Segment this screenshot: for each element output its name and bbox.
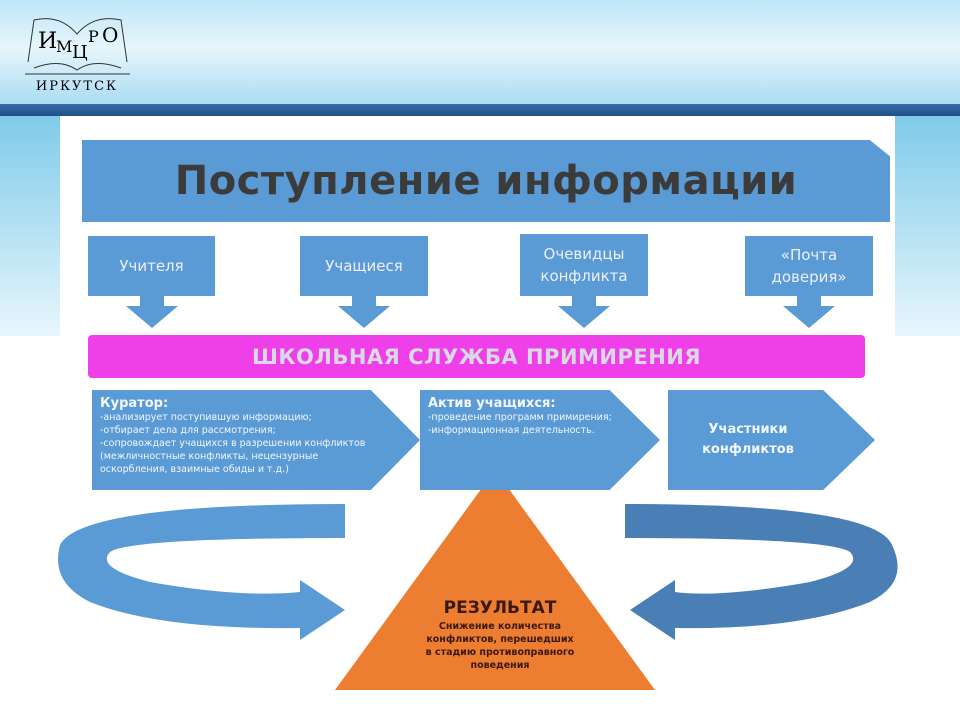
logo-letter: О [102, 23, 118, 47]
curator-line: -отбирает дела для рассмотрения; [100, 425, 276, 436]
logo-letter: И [38, 29, 57, 54]
arrow-down-icon [558, 296, 610, 328]
cycle-arrows [58, 490, 898, 690]
result-line: Снижение количества [438, 621, 562, 632]
curator-line: оскорбления, взаимные обиды и т.д.) [100, 464, 289, 475]
logo: И М Ц Р О ИРКУТСК [25, 18, 130, 94]
source-witnesses: Очевидцы конфликта [520, 234, 648, 296]
result-heading: РЕЗУЛЬТАТ [443, 598, 557, 618]
page-title: Поступление информации [174, 158, 798, 204]
source-trust-mail: «Почта доверия» [745, 236, 873, 296]
logo-letter: Ц [72, 42, 88, 63]
logo-letter: М [56, 37, 72, 56]
source-teachers: Учителя [88, 236, 215, 296]
side-decoration-left [0, 116, 60, 336]
curator-line: (межличностные конфликты, нецензурные [100, 451, 319, 462]
result-line: в стадию противоправного [425, 647, 575, 658]
result-text: РЕЗУЛЬТАТ Снижение количества конфликтов… [400, 598, 600, 672]
curator-heading: Куратор: [100, 396, 169, 411]
source-students: Учащиеся [300, 236, 428, 296]
curved-arrow-right-icon [625, 504, 898, 640]
result-triangle [335, 490, 655, 690]
header-banner [0, 0, 960, 106]
participants-heading: Участники конфликтов [702, 422, 794, 457]
activ-heading: Актив учащихся: [428, 396, 556, 411]
result-line: конфликтов, перешедших [426, 634, 574, 645]
curator-box: Куратор: -анализирует поступившую информ… [92, 390, 420, 490]
arrow-down-icon [783, 296, 835, 328]
curved-arrow-left-icon [58, 504, 345, 640]
side-decoration-right [895, 116, 960, 336]
school-service-label: ШКОЛЬНАЯ СЛУЖБА ПРИМИРЕНИЯ [251, 344, 702, 369]
logo-city: ИРКУТСК [36, 79, 118, 94]
curator-line: -сопровождает учащихся в разрешении конф… [100, 438, 366, 449]
activ-box: Актив учащихся: -проведение программ при… [420, 390, 660, 490]
curator-line: -анализирует поступившую информацию; [100, 412, 312, 423]
school-service-bar: ШКОЛЬНАЯ СЛУЖБА ПРИМИРЕНИЯ [88, 335, 865, 378]
activ-line: -проведение программ примирения; [428, 412, 612, 423]
title-box: Поступление информации [82, 140, 890, 222]
logo-letter: Р [88, 27, 99, 46]
result-line: поведения [470, 660, 530, 671]
activ-line: -информационная деятельность. [428, 425, 595, 436]
arrow-down-icon [126, 296, 178, 328]
arrow-down-icon [338, 296, 390, 328]
participants-box: Участники конфликтов [668, 390, 875, 490]
header-bar [0, 104, 960, 116]
